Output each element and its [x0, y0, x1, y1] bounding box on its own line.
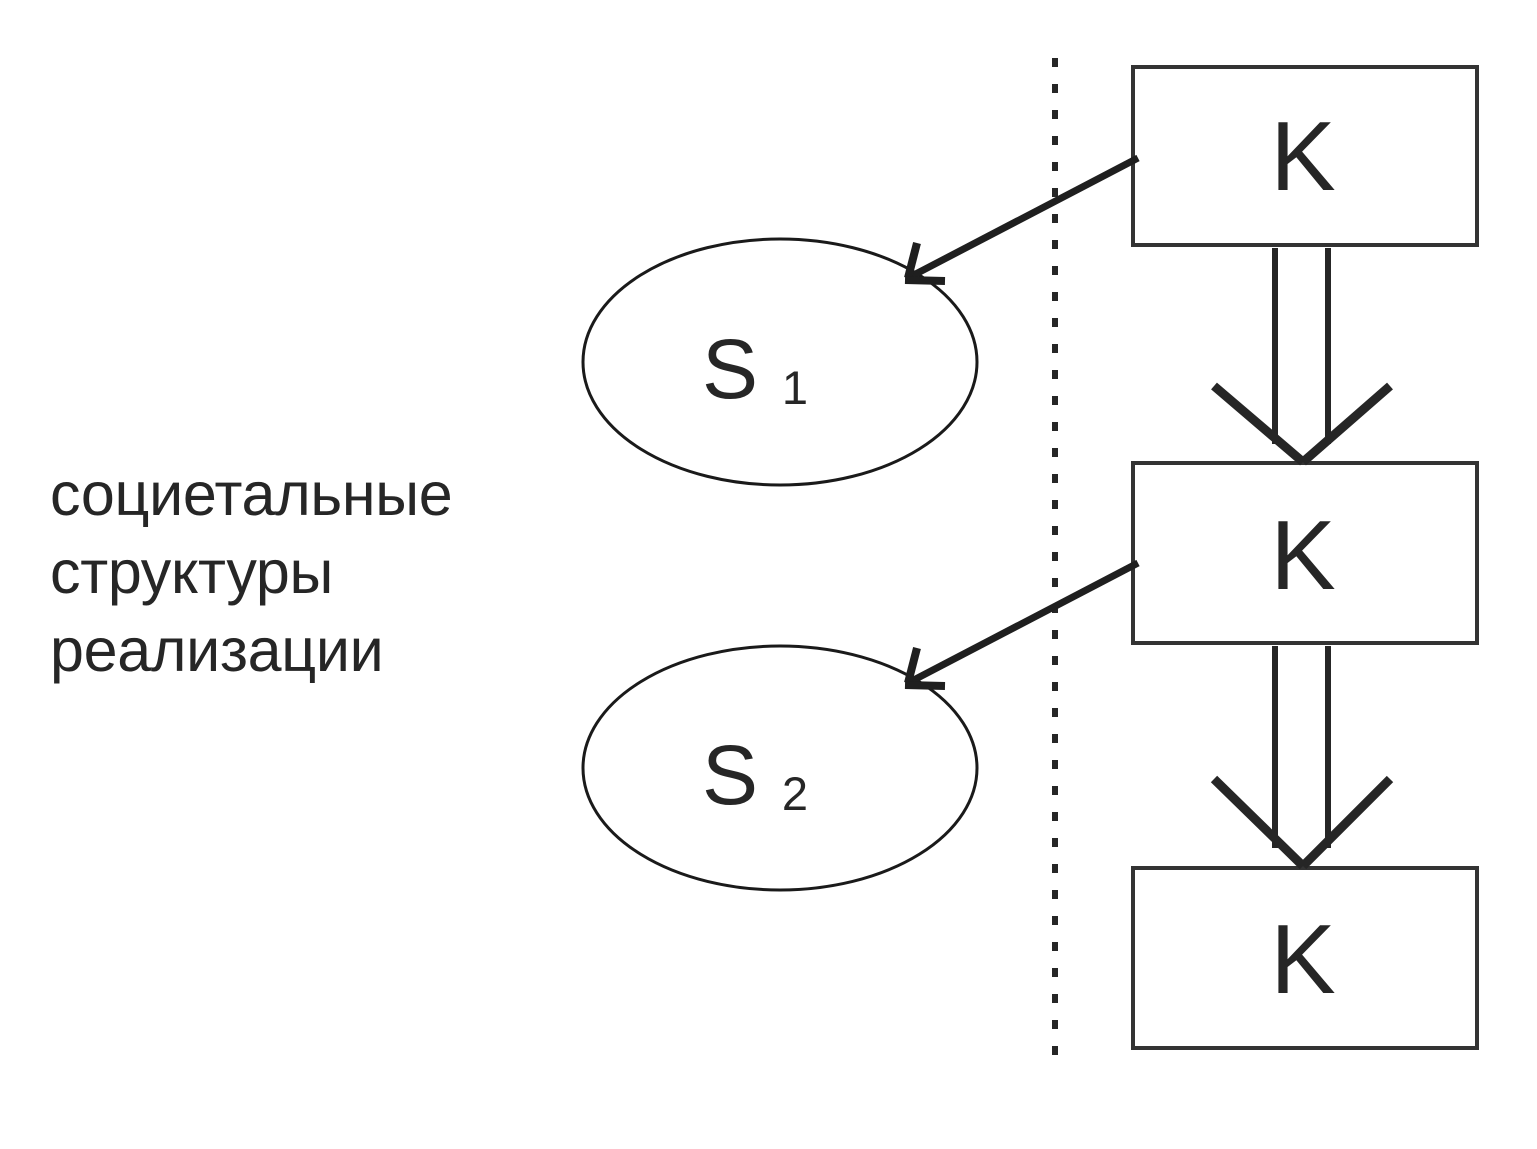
ellipse-s2-label: S — [702, 728, 758, 822]
ellipse-s2[interactable] — [581, 644, 979, 892]
box-k-bottom[interactable] — [1131, 866, 1479, 1050]
connector-k-middle-to-s2 — [904, 559, 1140, 690]
ellipse-s1-subscript: 1 — [782, 361, 808, 414]
connector-k-middle-to-k-bottom — [1210, 646, 1394, 870]
box-k-bottom-label: K — [1270, 904, 1335, 1014]
connector-k-top-to-s1 — [904, 154, 1140, 285]
box-k-middle[interactable] — [1131, 461, 1479, 645]
ellipse-s1-label: S — [702, 322, 758, 416]
box-k-middle-label: K — [1270, 500, 1335, 610]
connector-k-top-to-k-middle — [1211, 248, 1393, 466]
ellipse-s1[interactable] — [581, 237, 979, 487]
caption-societal-structures: социетальные структуры реализации — [50, 460, 453, 684]
box-k-top[interactable] — [1131, 65, 1479, 247]
box-k-top-label: K — [1270, 101, 1335, 211]
ellipse-s2-subscript: 2 — [782, 767, 808, 820]
